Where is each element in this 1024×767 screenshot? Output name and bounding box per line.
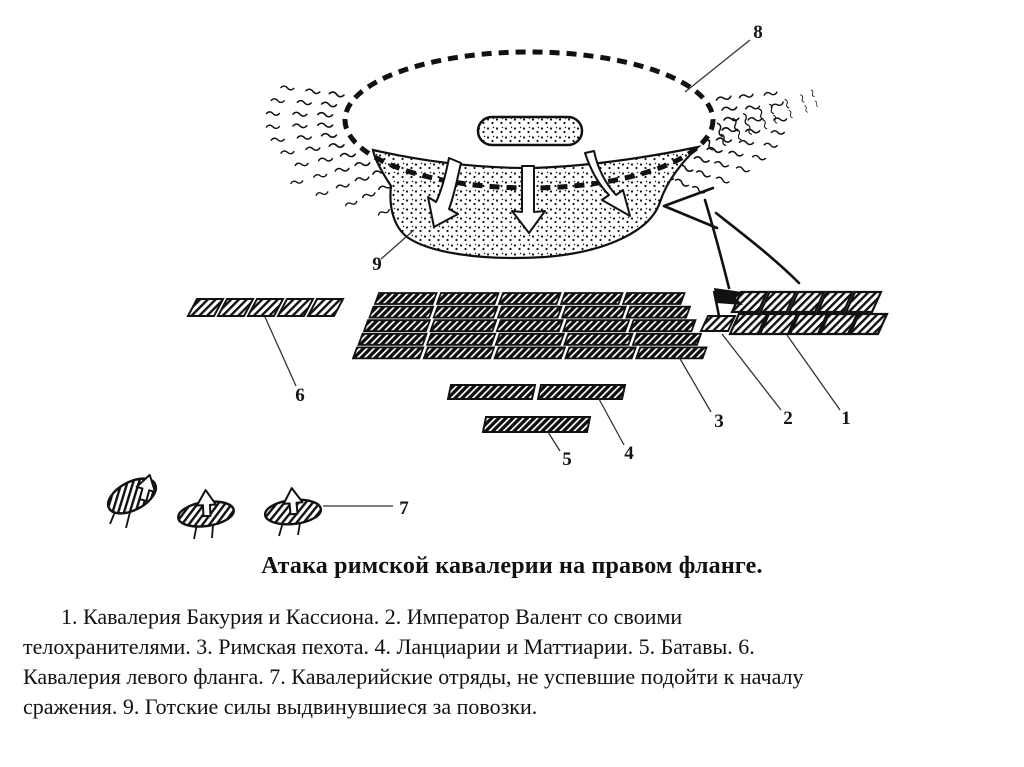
leader-2 (721, 333, 782, 411)
caption-line: телохранителями. 3. Римская пехота. 4. Л… (23, 634, 755, 659)
batavi-bar (481, 416, 592, 433)
roman-infantry-blocks (351, 292, 708, 360)
number-labels: 1 2 3 4 5 6 7 8 9 (295, 22, 851, 519)
leader-9 (380, 229, 415, 260)
cavalry-blob-1 (106, 477, 158, 515)
mattiarii-bar (536, 384, 627, 400)
diagram-caption: 1. Кавалерия Бакурия и Кассиона. 2. Импе… (23, 602, 1003, 722)
left-flank-cavalry-blocks (186, 298, 345, 317)
label-7: 7 (399, 498, 409, 519)
attack-arrow-shaft-right (714, 211, 801, 285)
gothic-camp-pill (476, 115, 584, 147)
leader-6 (264, 316, 297, 387)
battle-diagram: 1 2 3 4 5 6 7 8 9 (106, 22, 889, 540)
leader-5 (547, 431, 561, 452)
caption-line: сражения. 9. Готские силы выдвинувшиеся … (23, 694, 538, 719)
attack-arrow-shaft-left (703, 198, 731, 290)
sortie-arrow-right (584, 150, 631, 217)
diagram-title: Атака римской кавалерии на правом фланге… (261, 553, 763, 579)
gothic-sortie-arrows (427, 150, 631, 234)
leader-lines (264, 39, 841, 507)
label-4: 4 (624, 443, 634, 464)
emperor-unit-block (699, 315, 737, 332)
lanciarii-mattiarii-bars (446, 384, 627, 400)
sortie-arrow-center (511, 165, 546, 234)
sortie-arrow-left (427, 157, 462, 228)
label-8: 8 (753, 22, 763, 43)
label-2: 2 (783, 408, 793, 429)
label-6: 6 (295, 385, 305, 406)
bacurius-cassio-cavalry-blocks (728, 290, 889, 336)
roman-cavalry-attack-arrow (662, 186, 801, 290)
lanciarii-bar (446, 384, 537, 400)
label-1: 1 (841, 408, 851, 429)
caption-line: 1. Кавалерия Бакурия и Кассиона. 2. Импе… (61, 604, 683, 629)
leader-4 (598, 398, 625, 446)
attack-arrow-head (662, 186, 719, 230)
flag-pole (712, 290, 721, 317)
emperor-block (699, 288, 743, 332)
leader-3 (678, 356, 712, 413)
leader-1 (786, 334, 841, 411)
leader-8 (684, 39, 751, 93)
label-5: 5 (562, 449, 572, 470)
label-3: 3 (714, 411, 724, 432)
imperial-standard-icon (714, 288, 743, 305)
late-cavalry-units (106, 473, 323, 540)
label-9: 9 (372, 254, 382, 275)
caption-line: Кавалерия левого фланга. 7. Кавалерийски… (23, 664, 804, 689)
